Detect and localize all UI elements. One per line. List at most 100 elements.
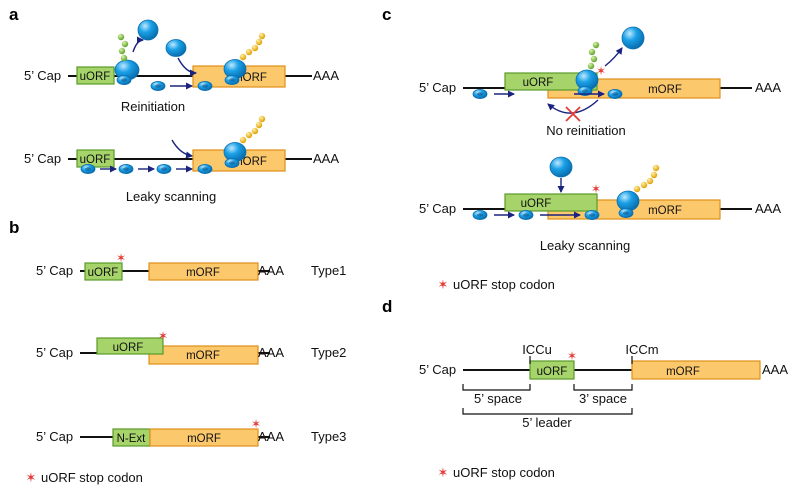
release-arrow: [132, 36, 144, 53]
scanning-subunit: [607, 88, 623, 100]
panel-c-no-reinitiation-construct: 5’ Cap mORF uORF AAA ✶: [419, 26, 781, 138]
panel-b-legend: ✶ uORF stop codon: [26, 470, 143, 485]
uorf-label: uORF: [80, 71, 111, 83]
panel-c-leaky-construct: 5’ Cap mORF uORF ✶ AAA Lea: [419, 156, 781, 253]
next-label: N-Ext: [117, 433, 147, 445]
morf-box: [631, 360, 761, 380]
scanning-subunit: [156, 163, 172, 175]
reload-arrow: [177, 57, 197, 77]
stop-codon-icon: ✶: [26, 470, 37, 485]
leader5-label: 5’ leader: [522, 415, 572, 430]
stop-codon-icon: ✶: [567, 349, 577, 363]
legend-text: uORF stop codon: [453, 277, 555, 292]
uorf-box: [84, 262, 123, 281]
stop-codon-icon: ✶: [438, 465, 449, 480]
polya-label: AAA: [755, 80, 781, 95]
cap-label: 5’ Cap: [36, 263, 73, 278]
peptide-chain-yellow: [239, 115, 266, 144]
panel-d-letter: d: [382, 297, 392, 316]
scanning-subunit: [472, 209, 488, 221]
peptide-chain-green: [587, 41, 600, 70]
scanning-subunit: [584, 209, 600, 221]
cap-label: 5’ Cap: [419, 362, 456, 377]
stop-codon-icon: ✶: [251, 417, 261, 431]
panel-b-letter: b: [9, 218, 19, 237]
peptide-chain-yellow: [239, 32, 266, 61]
cap-label: 5’ Cap: [36, 345, 73, 360]
uorf-box: [504, 193, 598, 212]
mechanism-label: Reinitiation: [121, 99, 185, 114]
peptide-chain-green: [117, 33, 129, 62]
stop-codon-icon: ✶: [116, 251, 126, 265]
icc-m-label: ICCm: [625, 342, 658, 357]
stop-codon-icon: ✶: [438, 277, 449, 292]
panel-a: a 5’ Cap mORF uORF AAA: [9, 5, 339, 204]
polya-label: AAA: [258, 429, 284, 444]
panel-a-leaky-construct: 5’ Cap mORF uORF AAA Leak: [24, 115, 339, 204]
type-label: Type3: [311, 429, 346, 444]
uorf-label: uORF: [80, 154, 111, 166]
morf-label: mORF: [666, 366, 700, 378]
peptide-chain-yellow: [633, 164, 660, 193]
morf-label: mORF: [648, 84, 682, 96]
ribosome-small-subunit: [224, 74, 240, 86]
panel-b-type3: 5’ Cap N-Ext mORF ✶ AAA Type3: [36, 417, 346, 447]
scanning-subunit: [80, 163, 96, 175]
cap-label: 5’ Cap: [419, 201, 456, 216]
morf-box: [148, 345, 259, 365]
leader5-bracket: [462, 408, 633, 415]
panel-b: b 5’ Cap uORF mORF ✶ AAA Type1 5’ Cap mO…: [9, 218, 346, 485]
reinitiating-ribosome: [165, 39, 187, 57]
space5-bracket: [462, 384, 531, 391]
polya-label: AAA: [313, 68, 339, 83]
uorf-box: [76, 66, 115, 85]
panel-a-letter: a: [9, 5, 19, 24]
scanning-subunit: [518, 209, 534, 221]
ribosome-small-subunit: [224, 157, 240, 169]
polya-label: AAA: [762, 362, 788, 377]
panel-b-type2: 5’ Cap mORF uORF ✶ AAA Type2: [36, 329, 346, 365]
cap-label: 5’ Cap: [24, 151, 61, 166]
uorf-label: uORF: [521, 198, 552, 210]
stop-codon-icon: ✶: [158, 329, 168, 343]
legend-text: uORF stop codon: [41, 470, 143, 485]
mechanism-label: Leaky scanning: [126, 189, 216, 204]
space5-label: 5’ space: [474, 391, 522, 406]
blocked-cross-icon: [565, 106, 581, 122]
mechanism-label: Leaky scanning: [540, 238, 630, 253]
panel-a-reinitiation-construct: 5’ Cap mORF uORF AAA: [24, 19, 339, 114]
type-label: Type2: [311, 345, 346, 360]
uorf-box: [76, 149, 115, 168]
panel-c: c 5’ Cap mORF uORF AAA ✶: [382, 5, 781, 292]
morf-label: mORF: [186, 350, 220, 362]
uorf-label: uORF: [537, 366, 568, 378]
released-ribosome: [621, 26, 645, 50]
space3-bracket: [573, 384, 633, 391]
join-arrow: [171, 139, 193, 159]
polya-label: AAA: [258, 263, 284, 278]
ribosome-small-subunit: [618, 207, 634, 219]
legend-text: uORF stop codon: [453, 465, 555, 480]
morf-label: mORF: [648, 205, 682, 217]
released-ribosome: [137, 19, 159, 41]
uorf-label: uORF: [88, 267, 119, 279]
polya-label: AAA: [755, 201, 781, 216]
uorf-label: uORF: [523, 77, 554, 89]
uorf-box: [529, 360, 575, 380]
scanning-subunit: [472, 88, 488, 100]
morf-box: [149, 428, 259, 447]
stop-codon-icon: ✶: [596, 64, 606, 78]
ribosome-small-subunit: [116, 74, 132, 86]
polya-label: AAA: [313, 151, 339, 166]
scanning-subunit: [197, 80, 213, 92]
release-arrow: [604, 47, 623, 67]
panel-c-legend: ✶ uORF stop codon: [438, 277, 555, 292]
uorf-box: [96, 337, 164, 355]
scanning-subunit: [150, 80, 166, 92]
uorf-label: uORF: [113, 342, 144, 354]
mechanism-label: No reinitiation: [546, 123, 626, 138]
polya-label: AAA: [258, 345, 284, 360]
blocked-reinitiation-arrow: [547, 99, 599, 114]
panel-b-type1: 5’ Cap uORF mORF ✶ AAA Type1: [36, 251, 346, 281]
